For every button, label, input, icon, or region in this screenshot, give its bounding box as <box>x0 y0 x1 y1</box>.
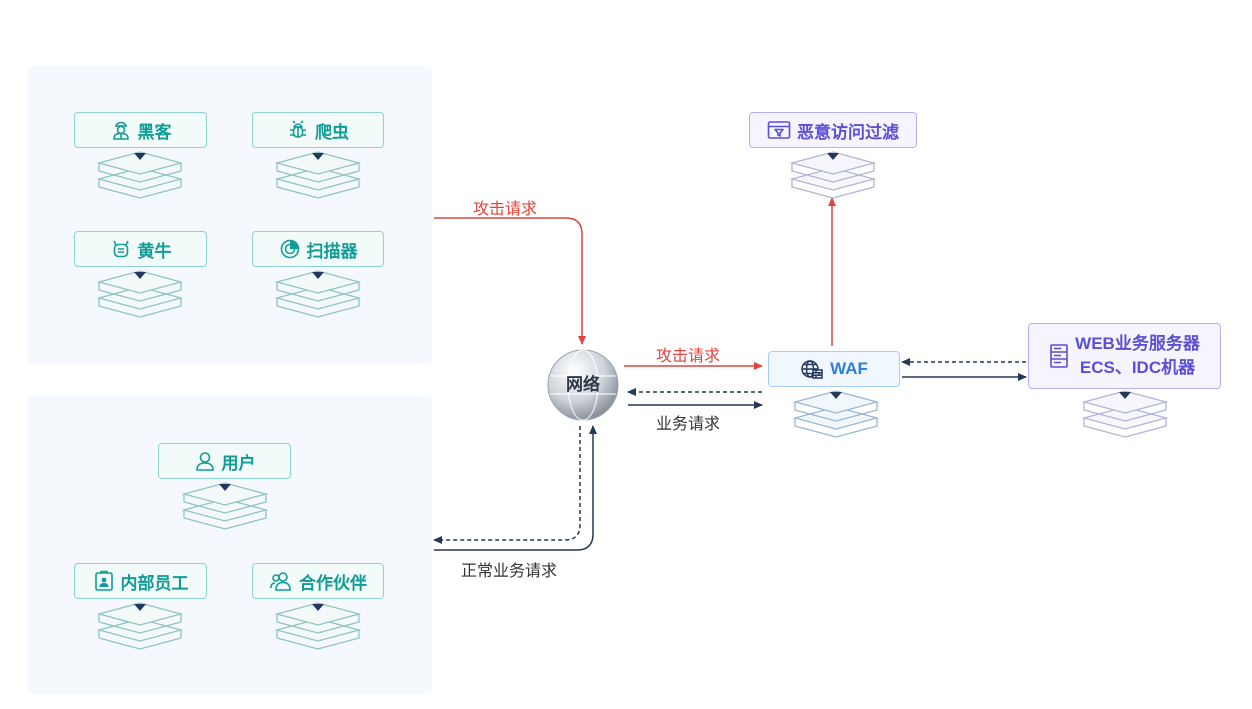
node-server-stack <box>1081 388 1169 445</box>
node-crawler-stack <box>274 149 362 206</box>
node-network[interactable]: 网络 <box>546 348 620 422</box>
normal-request-label: 正常业务请求 <box>461 563 558 580</box>
node-scalper-stack <box>96 268 184 325</box>
attack-line-to-network <box>434 217 586 345</box>
node-waf-stack <box>792 388 880 445</box>
partners-icon <box>270 572 291 591</box>
attack-in-label: 攻击请求 <box>473 201 538 218</box>
node-user-stack <box>181 480 269 537</box>
node-crawler-label: 爬虫 <box>315 122 349 142</box>
node-scanner-label: 扫描器 <box>306 241 358 261</box>
node-filter-stack <box>789 149 877 206</box>
browser-filter-icon <box>767 121 791 139</box>
node-scalper-label: 黄牛 <box>137 241 172 261</box>
node-user[interactable]: 用户 <box>158 443 291 479</box>
attack-to-waf-label: 攻击请求 <box>656 348 721 365</box>
hacker-icon <box>112 121 129 140</box>
node-employee-stack <box>96 600 184 657</box>
node-user-label: 用户 <box>221 453 256 473</box>
business-request-label: 业务请求 <box>656 416 721 433</box>
node-hacker[interactable]: 黑客 <box>74 112 207 148</box>
node-scanner[interactable]: 扫描器 <box>252 231 384 267</box>
scanner-icon <box>280 239 299 259</box>
node-scanner-stack <box>274 268 362 325</box>
server-icon <box>1050 344 1068 368</box>
node-web-server[interactable]: WEB业务服务器 ECS、IDC机器 <box>1028 323 1221 389</box>
globe-firewall-icon <box>801 360 823 379</box>
node-web-server-line1: WEB业务服务器 <box>1075 334 1200 353</box>
node-scalper[interactable]: 黄牛 <box>74 231 207 267</box>
node-waf-label: WAF <box>830 359 868 378</box>
scalper-icon <box>112 240 129 258</box>
node-crawler[interactable]: 爬虫 <box>252 112 384 148</box>
node-malicious-filter-label: 恶意访问过滤 <box>797 122 899 142</box>
node-partner[interactable]: 合作伙伴 <box>252 563 384 599</box>
normal-response-dashed-line <box>433 426 581 544</box>
node-network-label: 网络 <box>566 375 600 394</box>
node-partner-stack <box>274 600 362 657</box>
node-waf[interactable]: WAF <box>768 351 900 387</box>
bug-icon <box>290 120 306 138</box>
normal-request-line <box>434 425 597 551</box>
node-employee[interactable]: 内部员工 <box>74 563 207 599</box>
employee-badge-icon <box>94 570 113 591</box>
globe-icon <box>547 349 619 421</box>
node-web-server-line2: ECS、IDC机器 <box>1079 358 1196 377</box>
node-employee-label: 内部员工 <box>120 573 189 593</box>
node-hacker-stack <box>96 149 184 206</box>
node-partner-label: 合作伙伴 <box>299 573 367 593</box>
node-web-server-text: WEB业务服务器 ECS、IDC机器 <box>1075 332 1200 380</box>
node-hacker-label: 黑客 <box>137 122 172 142</box>
user-icon <box>195 452 214 471</box>
node-malicious-filter[interactable]: 恶意访问过滤 <box>749 112 917 148</box>
